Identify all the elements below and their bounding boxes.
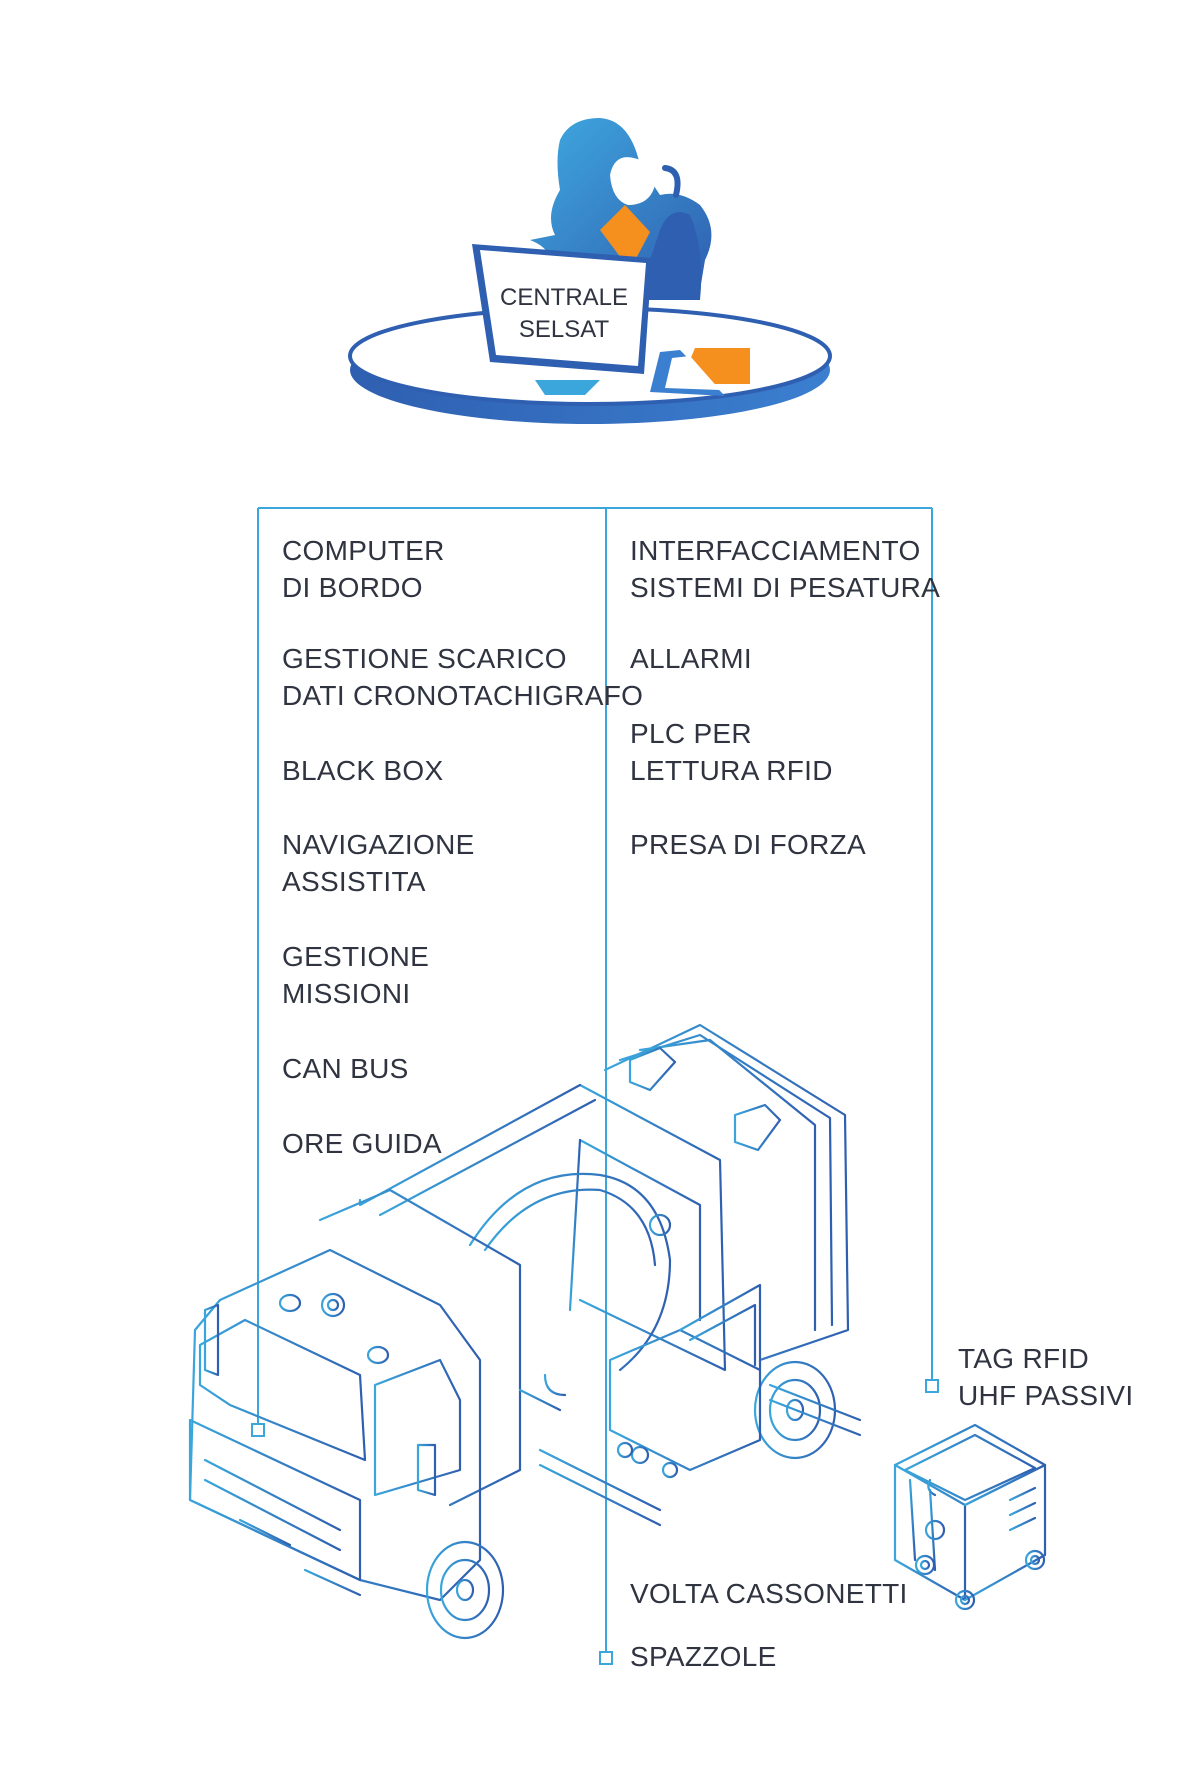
feature-line: GESTIONE: [282, 941, 430, 972]
feature-item: CAN BUS: [282, 1050, 409, 1087]
documents-icon: [650, 348, 750, 396]
feature-line: VOLTA CASSONETTI: [630, 1578, 908, 1609]
feature-line: SISTEMI DI PESATURA: [630, 572, 941, 603]
feature-item: BLACK BOX: [282, 752, 443, 789]
feature-item: PLC PER LETTURA RFID: [630, 715, 833, 789]
monitor-label: CENTRALE SELSAT: [498, 282, 630, 346]
feature-line: COMPUTER: [282, 535, 445, 566]
feature-line: NAVIGAZIONE: [282, 829, 475, 860]
feature-line: ALLARMI: [630, 643, 752, 674]
monitor-icon: [472, 244, 652, 395]
feature-line: SPAZZOLE: [630, 1641, 777, 1672]
connection-lines: [257, 507, 933, 1658]
feature-line: PRESA DI FORZA: [630, 829, 867, 860]
feature-line: GESTIONE SCARICO: [282, 643, 567, 674]
rfid-line2: UHF PASSIVI: [958, 1380, 1134, 1411]
rfid-tag-label: TAG RFID UHF PASSIVI: [958, 1340, 1133, 1414]
volta-cassonetti-label: VOLTA CASSONETTI: [630, 1575, 908, 1612]
feature-item: COMPUTER DI BORDO: [282, 532, 445, 606]
central-line1: CENTRALE: [499, 284, 629, 311]
feature-line: LETTURA RFID: [630, 755, 833, 786]
feature-line: MISSIONI: [282, 978, 411, 1009]
feature-line: ORE GUIDA: [282, 1128, 442, 1159]
feature-line: INTERFACCIAMENTO: [630, 535, 921, 566]
feature-item: GESTIONE MISSIONI: [282, 938, 429, 1012]
connection-node-icon: [599, 1651, 613, 1665]
feature-line: PLC PER: [630, 718, 752, 749]
feature-line: DI BORDO: [282, 572, 423, 603]
connection-node-icon: [925, 1379, 939, 1393]
feature-item: ALLARMI: [630, 640, 752, 677]
feature-item: GESTIONE SCARICO DATI CRONOTACHIGRAFO: [282, 640, 643, 714]
waste-bin-icon: [893, 1423, 1047, 1611]
feature-item: PRESA DI FORZA: [630, 826, 866, 863]
feature-line: BLACK BOX: [282, 755, 444, 786]
feature-line: ASSISTITA: [282, 866, 426, 897]
rfid-line1: TAG RFID: [958, 1343, 1089, 1374]
feature-item: NAVIGAZIONE ASSISTITA: [282, 826, 475, 900]
feature-line: DATI CRONOTACHIGRAFO: [282, 680, 644, 711]
feature-item: ORE GUIDA: [282, 1125, 442, 1162]
feature-item: INTERFACCIAMENTO SISTEMI DI PESATURA: [630, 532, 940, 606]
garbage-truck-icon: [188, 1023, 862, 1640]
feature-line: CAN BUS: [282, 1053, 409, 1084]
connection-node-icon: [251, 1423, 265, 1437]
operator-desk-group: [348, 118, 832, 424]
spazzole-label: SPAZZOLE: [630, 1638, 777, 1675]
central-line2: SELSAT: [518, 316, 610, 343]
